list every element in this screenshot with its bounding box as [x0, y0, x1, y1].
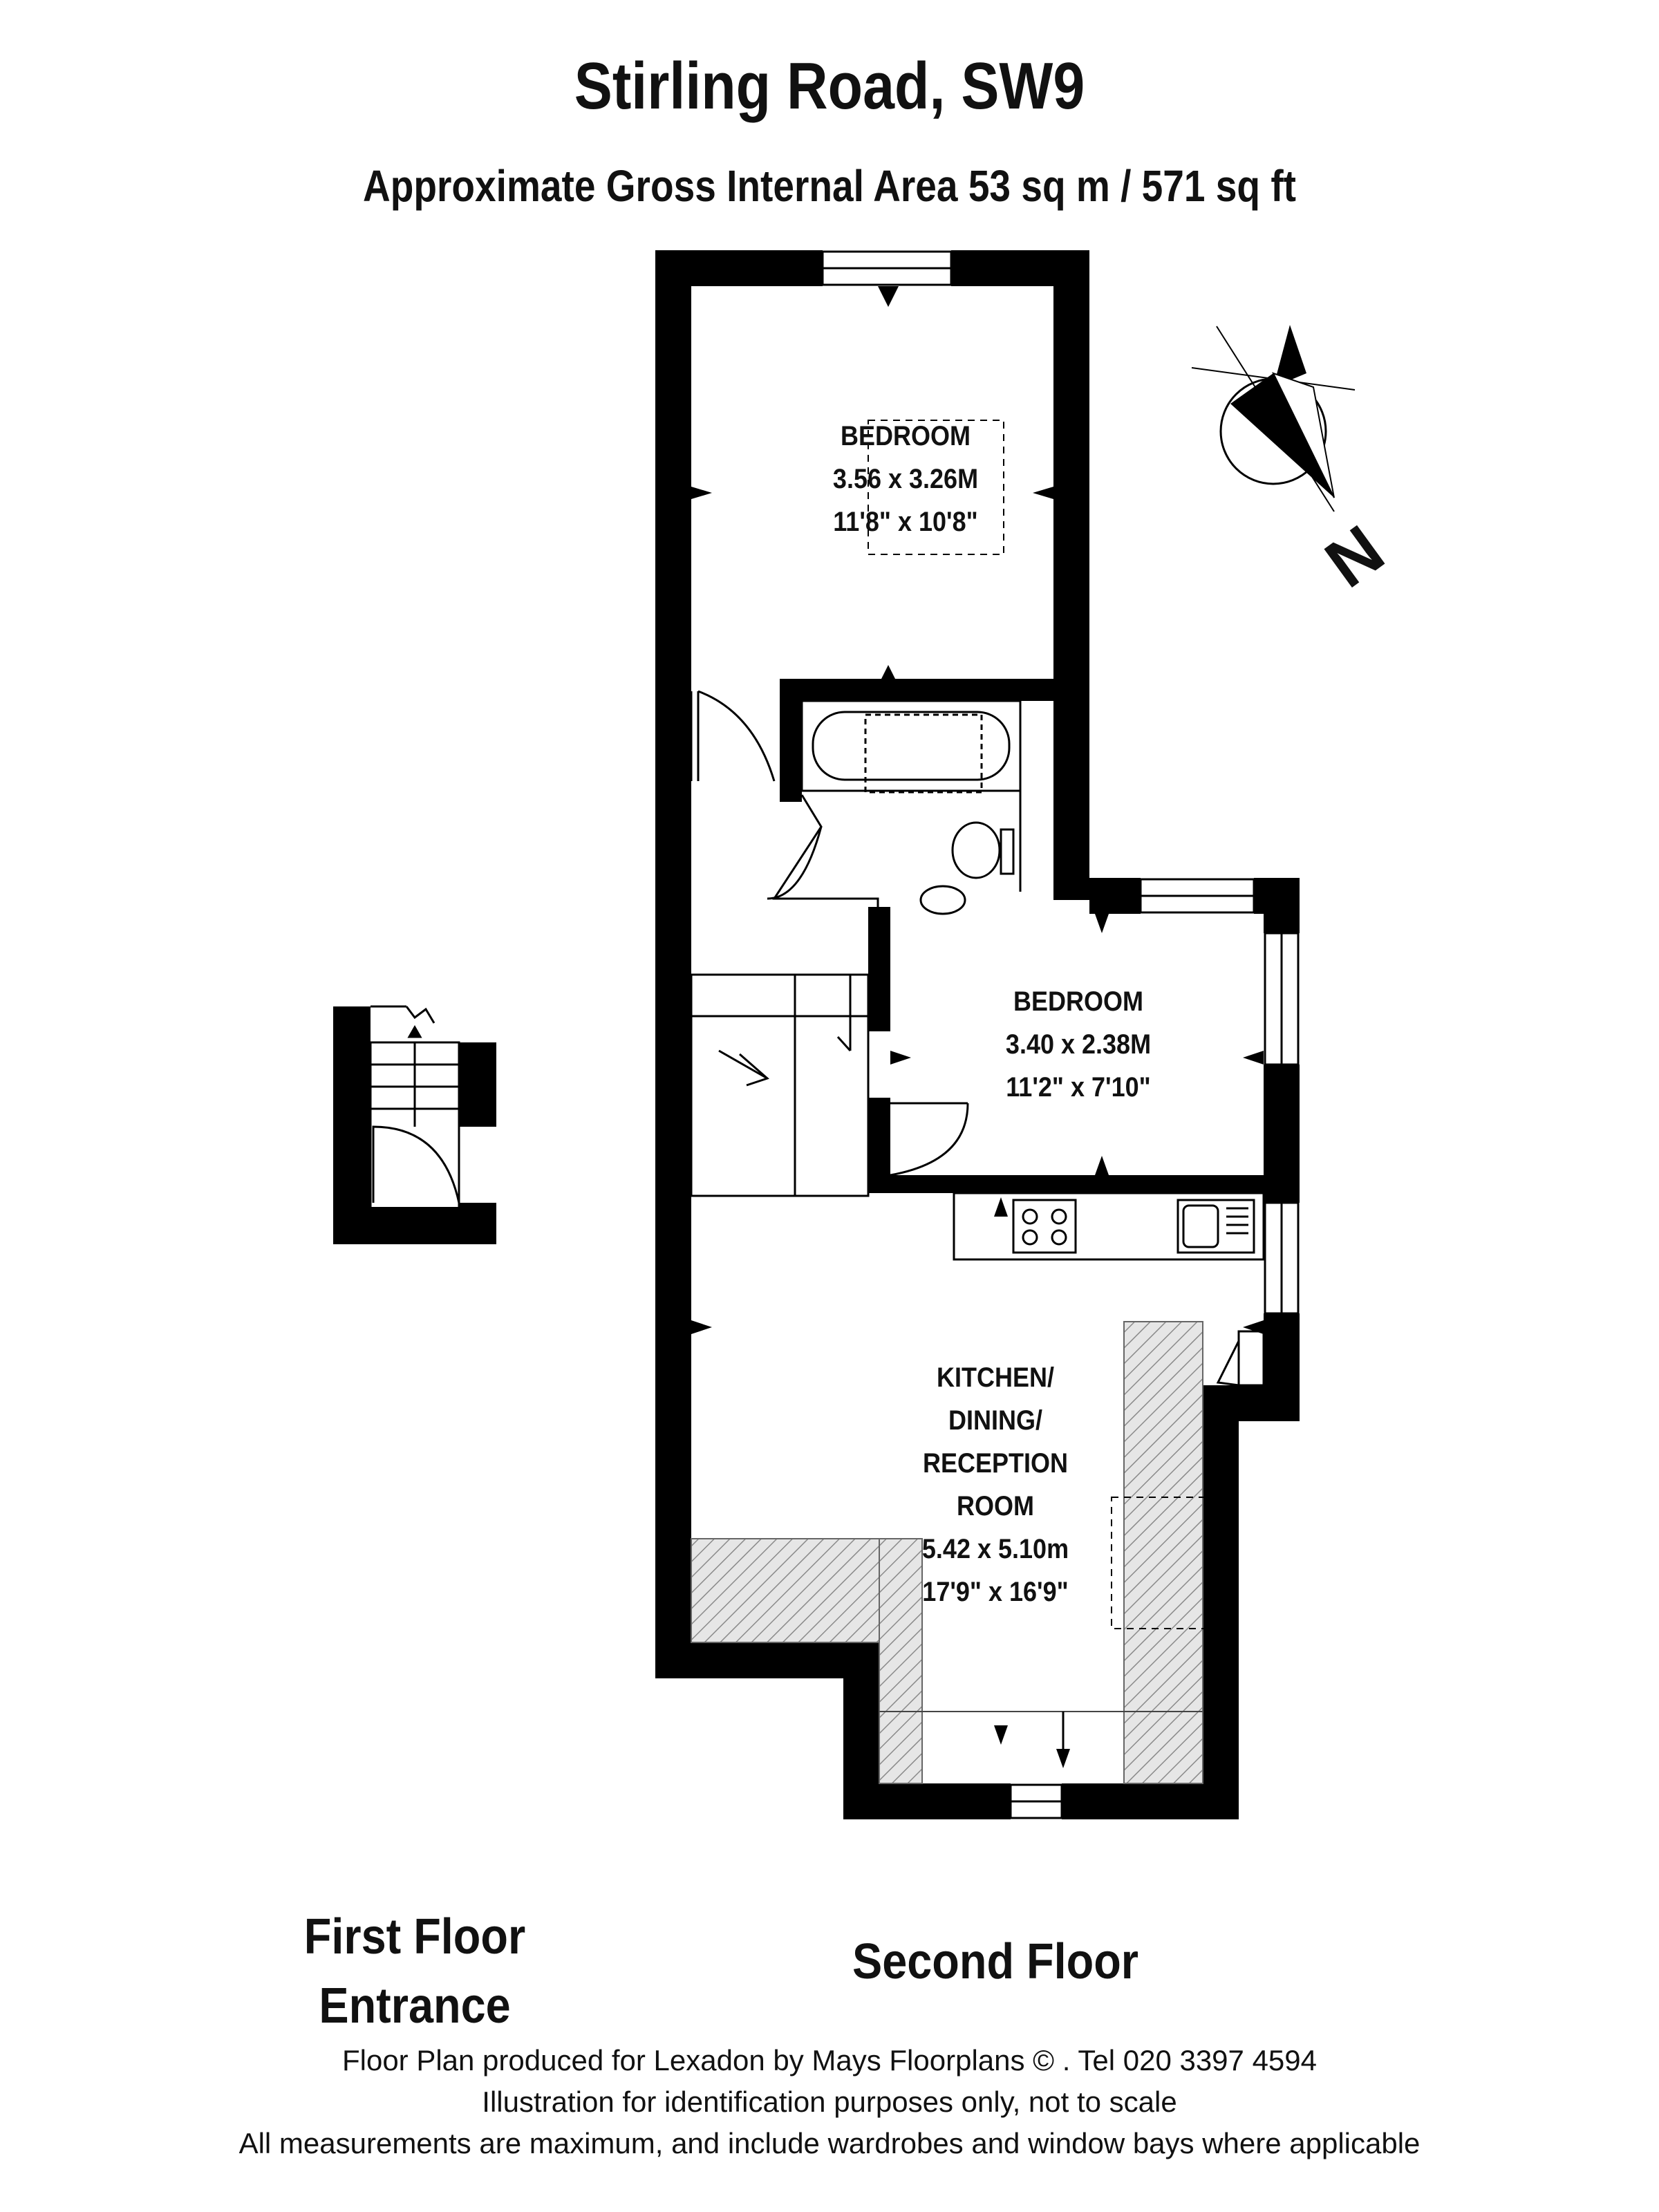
kitchen-metric: 5.42 x 5.10m [921, 1534, 1069, 1564]
bathroom-fittings [767, 700, 1022, 926]
bedroom2-imperial: 11'2" x 7'10" [1006, 1072, 1151, 1103]
skylights [868, 420, 1226, 1629]
footer-credit: Floor Plan produced for Lexadon by Mays … [341, 2044, 1318, 2077]
second-floor-label: Second Floor [852, 1934, 1139, 1989]
kitchen-line4: ROOM [957, 1491, 1034, 1521]
bedroom1-metric: 3.56 x 3.26M [832, 464, 979, 494]
cupboard [1216, 1330, 1265, 1387]
footer-measurements-note: All measurements are maximum, and includ… [238, 2127, 1421, 2159]
bedroom1-imperial: 11'8" x 10'8" [833, 507, 978, 537]
windows [821, 250, 1300, 1819]
area-subtitle: Approximate Gross Internal Area 53 sq m … [363, 161, 1296, 211]
footer-disclaimer: Illustration for identification purposes… [482, 2086, 1177, 2118]
bedroom2-metric: 3.40 x 2.38M [1005, 1029, 1152, 1060]
first-floor-label: First Floor Entrance [265, 1902, 564, 2041]
kitchen-imperial: 17'9" x 16'9" [922, 1577, 1069, 1607]
first-floor-line2: Entrance [319, 1978, 511, 2034]
page-title: Stirling Road, SW9 [574, 49, 1085, 123]
bedroom2-name: BEDROOM [1013, 986, 1143, 1017]
bedroom1-name: BEDROOM [840, 421, 971, 451]
first-floor-line1: First Floor [303, 1909, 526, 1965]
compass-icon [1191, 325, 1356, 512]
first-floor-walls [333, 1006, 496, 1244]
kitchen-line1: KITCHEN/ [936, 1362, 1054, 1393]
kitchen-line3: RECEPTION [922, 1448, 1069, 1479]
stairs [690, 973, 870, 1197]
bedroom2-label: BEDROOM 3.40 x 2.38M 11'2" x 7'10" [941, 980, 1215, 1109]
second-floor-walls [655, 250, 1300, 1819]
bedroom1-door [690, 690, 776, 782]
bedroom1-label: BEDROOM 3.56 x 3.26M 11'8" x 10'8" [769, 415, 1042, 543]
bedroom2-door [890, 1102, 969, 1177]
kitchen-line2: DINING/ [948, 1405, 1043, 1436]
first-floor-stairs [369, 1005, 460, 1210]
dimension-arrows [691, 286, 1264, 1768]
sloped-ceiling-areas [691, 1321, 1203, 1784]
kitchen-label: KITCHEN/ DINING/ RECEPTION ROOM 5.42 x 5… [859, 1356, 1132, 1613]
kitchen-units [953, 1192, 1265, 1261]
